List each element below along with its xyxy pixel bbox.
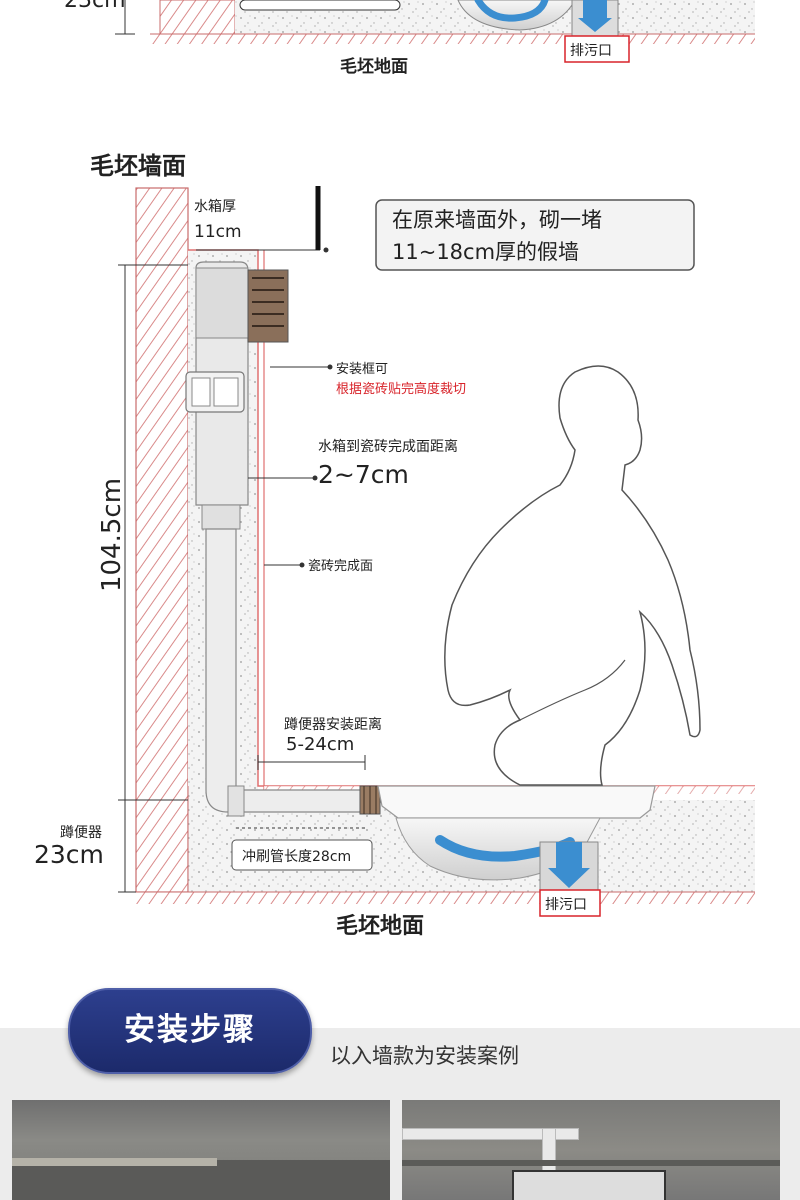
total-height-value: 104.5cm — [97, 477, 127, 593]
frame-note-line-1: 安装框可 — [336, 362, 389, 377]
tank-distance-value: 2~7cm — [318, 460, 409, 489]
frame-note-line-2: 根据瓷砖贴完高度裁切 — [336, 382, 467, 397]
tank-thickness-value: 11cm — [194, 222, 242, 242]
squat-toilet — [377, 785, 656, 891]
cistern-tank — [185, 261, 289, 530]
steps-title: 安装步骤 — [124, 1012, 256, 1048]
photo-1-recess — [12, 1160, 390, 1200]
top-dimension-label: 23cm — [64, 0, 126, 13]
tank-thickness-label: 水箱厚 — [194, 199, 236, 215]
squat-height-value: 23cm — [34, 840, 104, 869]
step-photo-2 — [402, 1100, 780, 1200]
top-floor-label: 毛坯地面 — [340, 57, 408, 77]
photo-2-recess — [402, 1160, 780, 1166]
tank-distance-label: 水箱到瓷砖完成面距离 — [318, 439, 458, 455]
photo-2-frame — [512, 1170, 666, 1200]
photo-1-ledge — [12, 1158, 217, 1166]
top-drain-label: 排污口 — [570, 43, 612, 59]
drain-label-box — [539, 889, 601, 917]
drain-label: 排污口 — [545, 897, 587, 913]
squat-height-label: 蹲便器 — [60, 825, 102, 841]
pipe-length-label: 冲刷管长度28cm — [242, 849, 352, 865]
top-fragment — [115, 0, 755, 63]
person-silhouette — [444, 365, 701, 786]
steps-subtitle: 以入墙款为安装案例 — [330, 1044, 519, 1068]
squat-distance-label: 蹲便器安装距离 — [284, 717, 382, 733]
callout-box — [375, 199, 695, 271]
tile-surface-label: 瓷砖完成面 — [308, 559, 374, 574]
brick-wall — [135, 187, 189, 893]
floor-label: 毛坯地面 — [336, 914, 425, 939]
photo-2-pipe-horizontal — [402, 1128, 579, 1140]
squat-distance-value: 5-24cm — [286, 734, 355, 755]
pipe-length-box — [231, 839, 373, 871]
dimension-lines — [118, 186, 366, 893]
step-photo-1 — [12, 1100, 390, 1200]
callout-line-1: 在原来墙面外，砌一堵 — [392, 208, 602, 232]
steps-title-badge: 安装步骤 — [68, 988, 312, 1074]
callout-line-2: 11~18cm厚的假墙 — [392, 240, 580, 264]
wall-title: 毛坯墙面 — [90, 152, 186, 180]
flush-pipe — [205, 528, 381, 817]
